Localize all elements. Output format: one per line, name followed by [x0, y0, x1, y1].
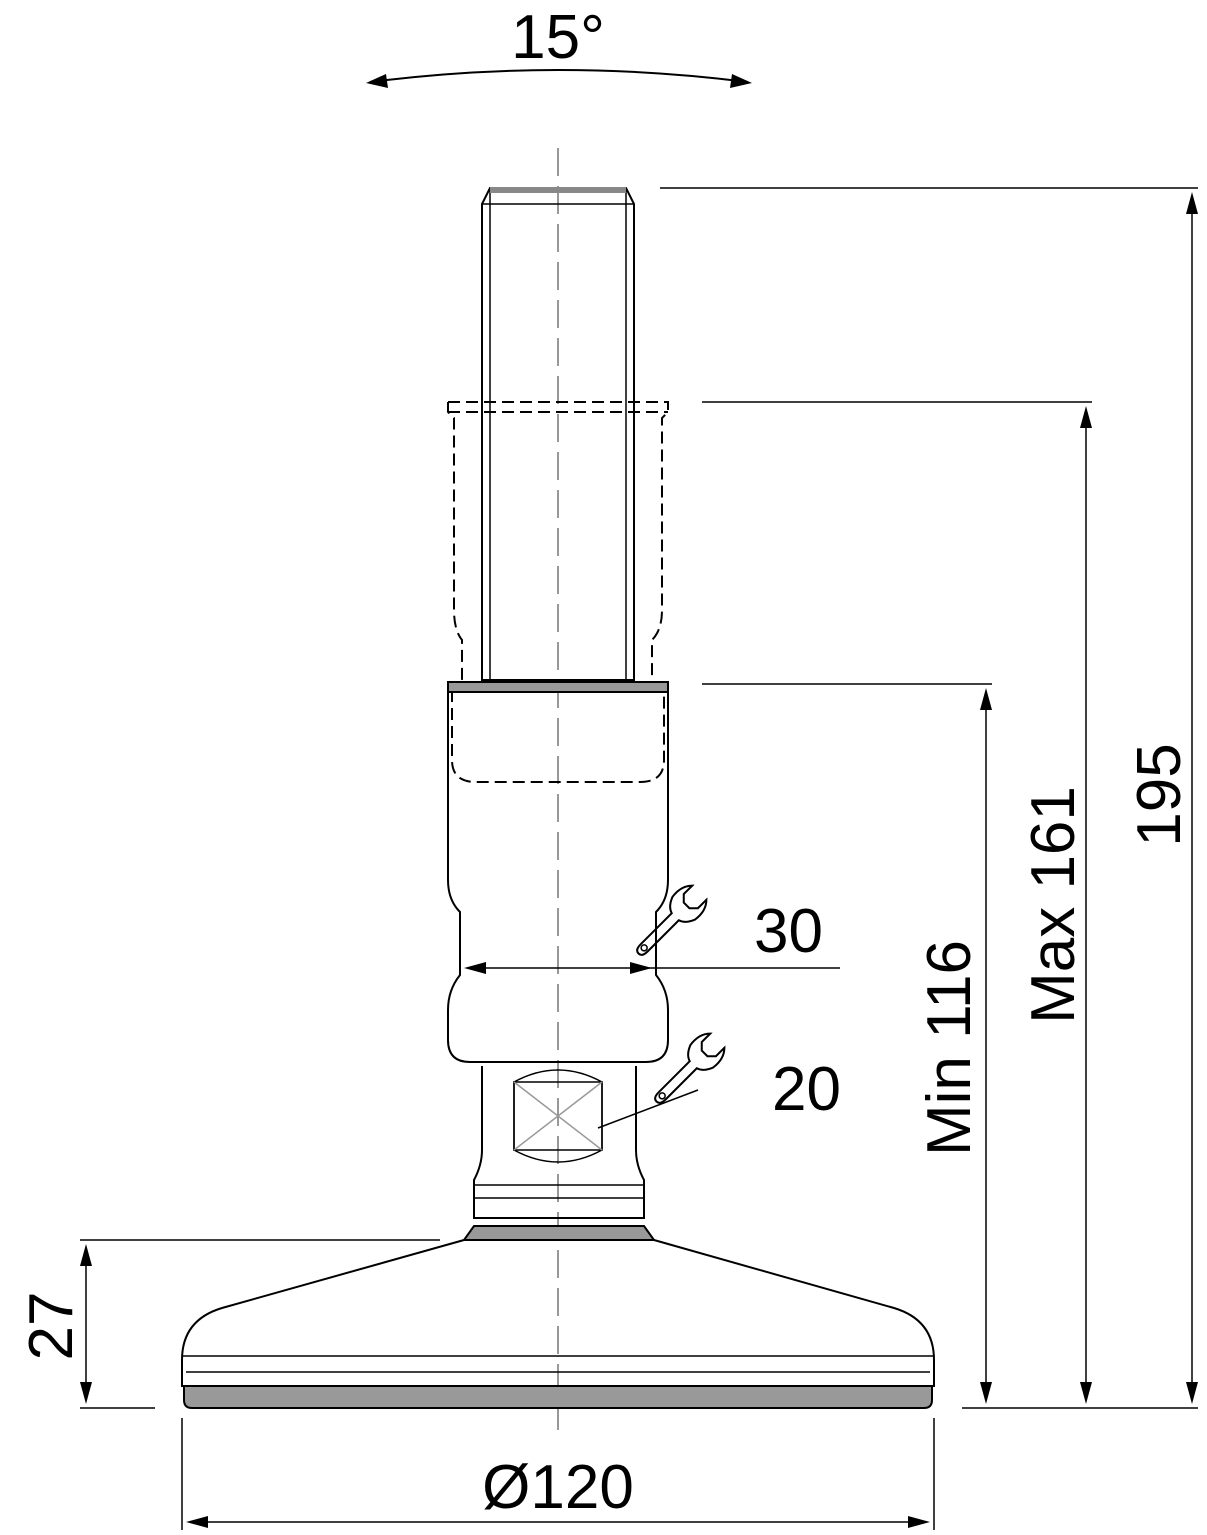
base-height-label: 27 — [17, 1292, 86, 1361]
hex-neck — [473, 1066, 645, 1219]
min-height-label: Min 116 — [915, 940, 984, 1156]
wrench-20-label: 20 — [772, 1055, 841, 1124]
threaded-stem — [481, 187, 635, 681]
angle-label: 15° — [511, 3, 605, 72]
swivel-angle-indicator: 15° — [366, 3, 752, 88]
dimension-wrench-30: 30 — [464, 884, 840, 974]
wrench-icon — [636, 884, 708, 956]
dimension-base-diameter: Ø120 — [181, 1418, 935, 1530]
dimension-max-height: Max 161 — [702, 401, 1092, 1404]
base-foot — [181, 1225, 935, 1409]
dimension-overall-height: 195 — [660, 187, 1198, 1409]
max-height-label: Max 161 — [1019, 786, 1088, 1024]
base-diameter-label: Ø120 — [482, 1453, 634, 1522]
wrench-icon — [654, 1032, 726, 1104]
adjustment-nut — [447, 681, 669, 1063]
wrench-30-label: 30 — [754, 897, 823, 966]
dimension-base-height: 27 — [17, 1239, 440, 1409]
dimension-min-height: Min 116 — [702, 683, 992, 1404]
overall-height-label: 195 — [1125, 743, 1194, 846]
dimension-wrench-20: 20 — [597, 1032, 841, 1129]
nut-max-position — [447, 401, 669, 783]
